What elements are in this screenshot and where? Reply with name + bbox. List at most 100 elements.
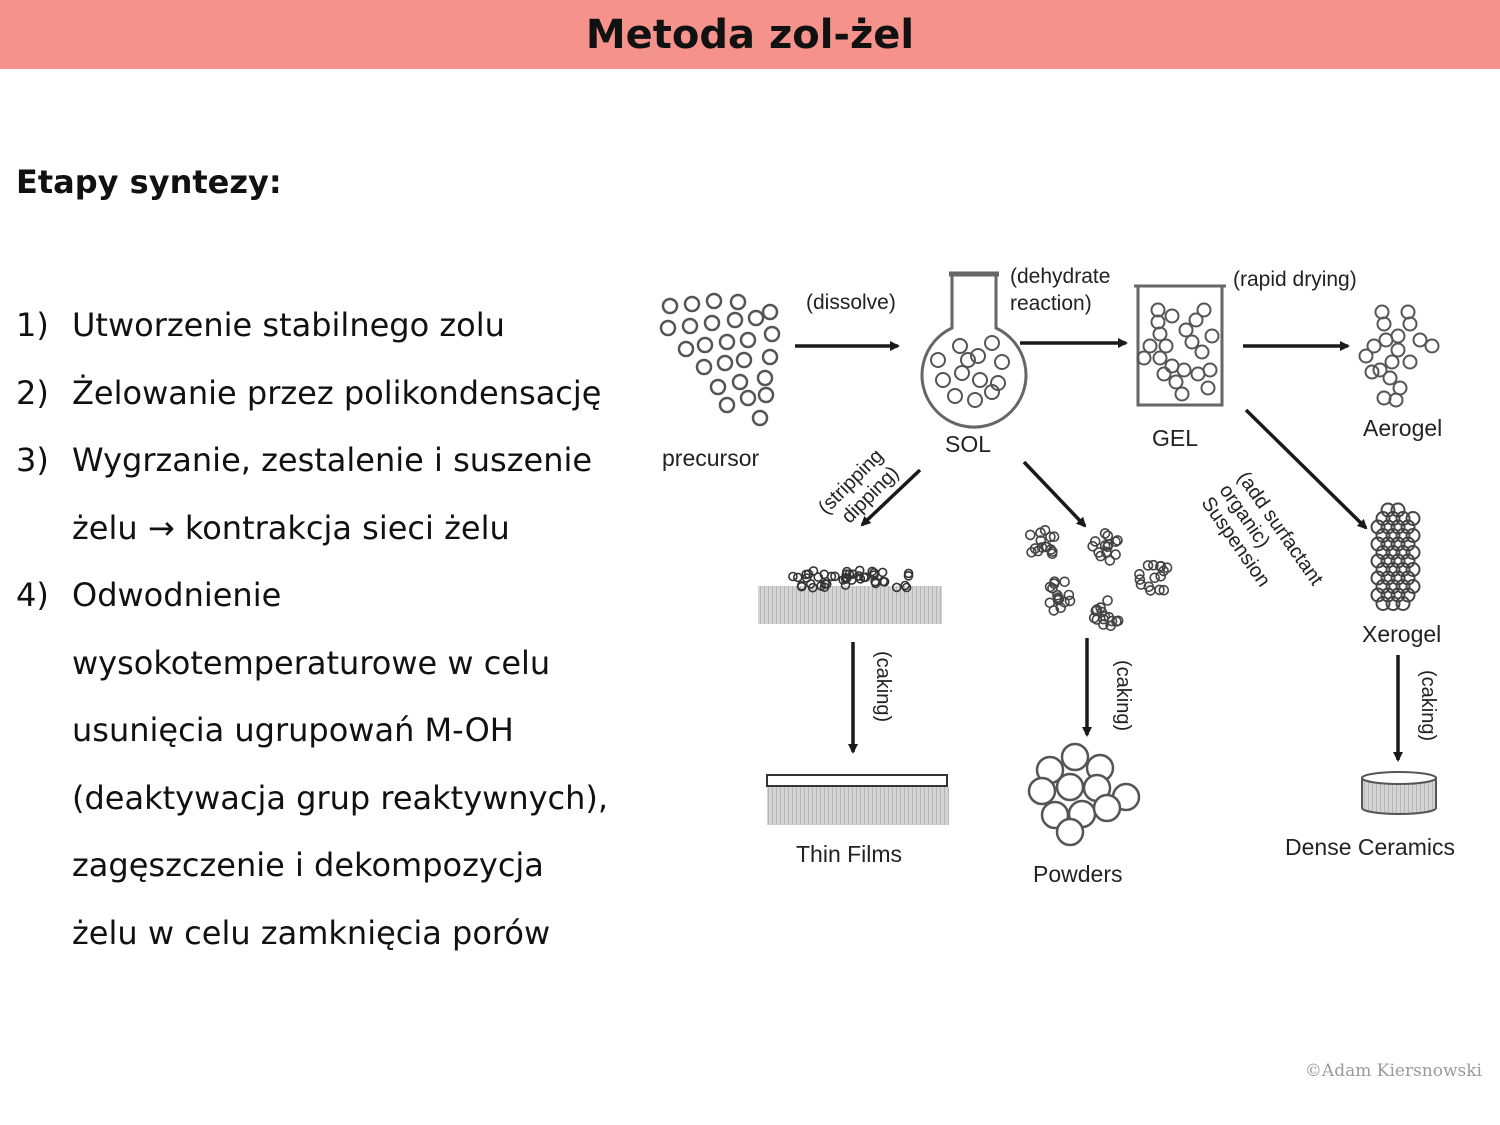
particle-icon bbox=[1380, 587, 1396, 603]
arrow-icon bbox=[860, 468, 922, 527]
particle-icon bbox=[854, 565, 865, 576]
label-xerogel: Xerogel bbox=[1362, 621, 1441, 647]
particle-icon bbox=[1390, 553, 1406, 569]
list-item: 1) Utworzenie stabilnego zolu bbox=[16, 292, 656, 360]
label-dissolve: (dissolve) bbox=[806, 291, 896, 314]
title-bar: Metoda zol-żel bbox=[0, 0, 1500, 69]
particle-icon bbox=[1380, 570, 1396, 586]
powders-final bbox=[1027, 742, 1141, 847]
particle-icon bbox=[826, 571, 837, 582]
particle-icon bbox=[1161, 562, 1173, 574]
particle-icon bbox=[716, 354, 734, 372]
label-precursor: precursor bbox=[662, 445, 759, 471]
particle-icon bbox=[1390, 536, 1406, 552]
particle-icon bbox=[1400, 519, 1416, 535]
particle-icon bbox=[870, 578, 881, 589]
particle-icon bbox=[681, 317, 699, 335]
particle-icon bbox=[1063, 589, 1075, 601]
particle-icon bbox=[1142, 338, 1158, 354]
particle-icon bbox=[1040, 541, 1051, 553]
particle-icon bbox=[739, 331, 757, 349]
list-item-line: zagęszczenie i dekompozycja bbox=[72, 846, 544, 884]
particle-icon bbox=[731, 373, 749, 391]
particle-icon bbox=[1358, 348, 1374, 364]
particle-icon bbox=[1110, 549, 1121, 560]
particle-icon bbox=[952, 338, 968, 354]
list-item-number: 2) bbox=[16, 373, 49, 412]
particle-icon bbox=[705, 292, 723, 310]
particle-icon bbox=[1148, 559, 1159, 571]
particle-icon bbox=[1152, 350, 1168, 366]
particle-icon bbox=[1112, 535, 1123, 546]
particle-icon bbox=[1390, 570, 1406, 586]
particle-icon bbox=[1385, 528, 1401, 543]
particle-icon bbox=[1154, 584, 1165, 596]
particle-icon bbox=[813, 572, 824, 582]
particle-icon bbox=[1102, 530, 1114, 542]
particle-icon bbox=[1380, 553, 1396, 569]
particle-icon bbox=[1400, 304, 1416, 320]
particle-icon bbox=[1400, 570, 1416, 586]
particle-icon bbox=[695, 358, 713, 376]
particle-icon bbox=[1395, 545, 1411, 560]
list-item-text: Utworzenie stabilnego zolu bbox=[72, 292, 656, 360]
arrow-icon bbox=[1244, 408, 1368, 530]
particle-icon bbox=[677, 340, 695, 358]
list-item-line: Wygrzanie, zestalenie i suszenie bbox=[72, 441, 593, 479]
particle-icon bbox=[1064, 595, 1076, 607]
particle-icon bbox=[792, 572, 803, 583]
particle-icon bbox=[1400, 553, 1416, 569]
particle-icon bbox=[1152, 326, 1168, 342]
dense-ceramic-pellet bbox=[1361, 771, 1437, 815]
particle-icon bbox=[1405, 545, 1421, 560]
particle-icon bbox=[805, 579, 816, 589]
particle-icon bbox=[903, 570, 914, 581]
particle-icon bbox=[1405, 511, 1421, 526]
label-aerogel: Aerogel bbox=[1363, 415, 1442, 441]
particle-icon bbox=[718, 396, 736, 414]
particle-icon bbox=[1376, 316, 1392, 332]
particle-icon bbox=[1059, 576, 1070, 588]
particle-icon bbox=[739, 389, 757, 407]
particle-icon bbox=[761, 303, 779, 321]
label-caking-ceramics: (caking) bbox=[1417, 670, 1439, 741]
particle-icon bbox=[1374, 304, 1390, 320]
particle-icon bbox=[1400, 536, 1416, 552]
particle-icon bbox=[756, 369, 774, 387]
particle-icon bbox=[935, 372, 951, 388]
particle-icon bbox=[796, 581, 807, 592]
particle-icon bbox=[1047, 582, 1058, 594]
particle-icon bbox=[1112, 615, 1124, 627]
particle-icon bbox=[1091, 614, 1103, 625]
particle-icon bbox=[1385, 511, 1401, 526]
particle-icon bbox=[1385, 596, 1401, 611]
substrate bbox=[758, 586, 942, 624]
label-sol: SOL bbox=[945, 431, 991, 457]
particle-icon bbox=[1375, 596, 1391, 611]
particle-icon bbox=[1395, 528, 1411, 543]
particle-icon bbox=[1402, 316, 1418, 332]
particle-icon bbox=[735, 351, 753, 369]
particle-icon bbox=[947, 388, 963, 404]
list-item-line: usunięcia ugrupowań M-OH bbox=[72, 711, 514, 749]
list-item-number: 1) bbox=[16, 306, 49, 344]
list-item-line: (deaktywacja grup reaktywnych), bbox=[72, 778, 609, 817]
particle-icon bbox=[1176, 362, 1192, 378]
particle-icon bbox=[1370, 570, 1386, 586]
particle-icon bbox=[1178, 322, 1194, 338]
particle-icon bbox=[960, 352, 976, 368]
particle-icon bbox=[1372, 362, 1388, 378]
particle-icon bbox=[1395, 562, 1411, 577]
list-item-line: Utworzenie stabilnego zolu bbox=[72, 306, 505, 344]
particle-icon bbox=[683, 295, 701, 313]
particle-icon bbox=[1370, 587, 1386, 603]
particle-icon bbox=[1026, 546, 1037, 558]
particle-icon bbox=[984, 384, 1000, 400]
particle-icon bbox=[1364, 364, 1380, 380]
label-thin-films: Thin Films bbox=[796, 841, 902, 867]
particle-icon bbox=[1395, 579, 1411, 594]
particle-icon bbox=[1090, 605, 1102, 617]
particle-icon bbox=[1158, 338, 1174, 354]
list-item-number: 3) bbox=[16, 441, 49, 479]
